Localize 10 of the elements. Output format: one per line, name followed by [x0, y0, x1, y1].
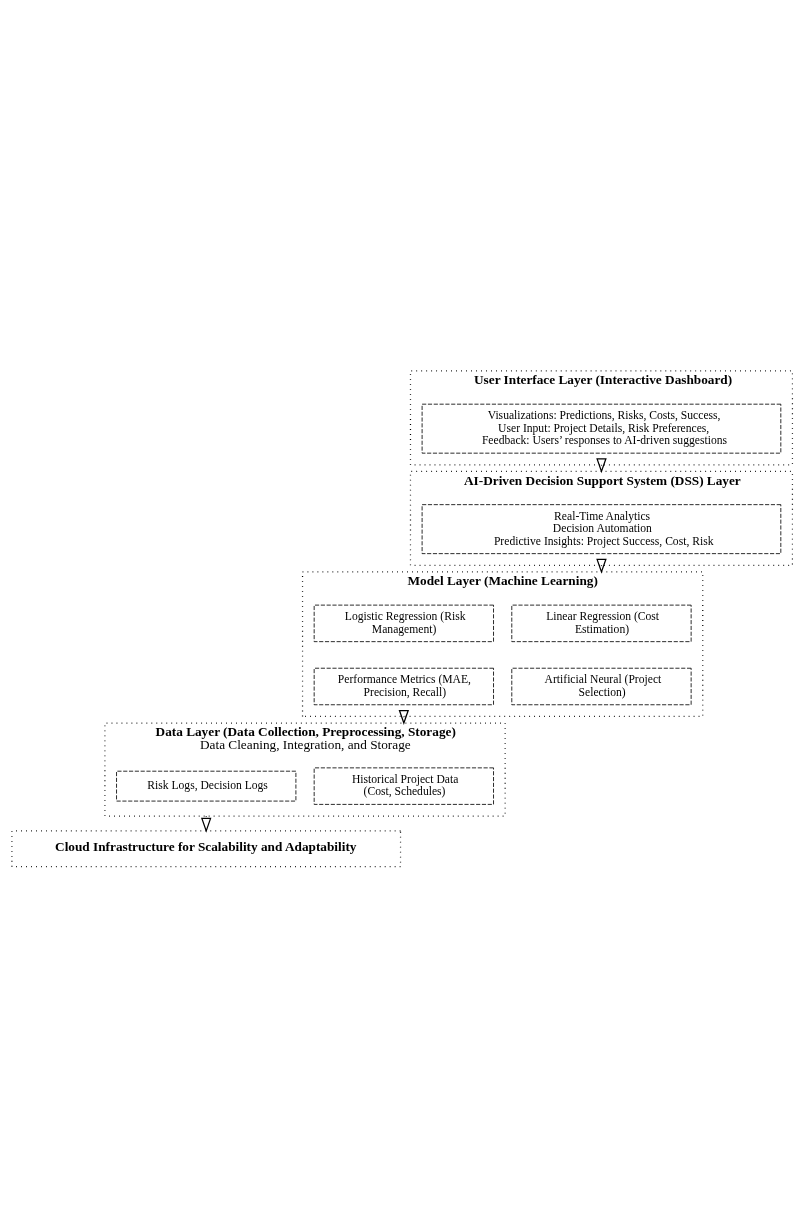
node-box: Artificial Neural (Project Selection)	[511, 667, 692, 705]
node-box: Risk Logs, Decision Logs	[116, 770, 297, 801]
arrow	[200, 814, 212, 833]
node-box: Real-Time Analytics Decision Automation Predictive Insights: Project Success, Cost, Risk	[421, 503, 782, 554]
node-box: Linear Regression (Cost Estimation)	[511, 604, 692, 642]
node-box: Visualizations: Predictions, Risks, Costs, Success, User Input: Project Details, Risk Preferences, Feedback: Users’ responses to AI-driven suggestions	[421, 403, 782, 454]
node-box: Historical Project Data (Cost, Schedules)	[313, 766, 494, 805]
node-box: Logistic Regression (Risk Management)	[313, 604, 494, 642]
node-box: Performance Metrics (MAE, Precision, Recall)	[313, 667, 494, 705]
node-box: Cloud Infrastructure for Scalability and Adaptability	[11, 829, 402, 867]
